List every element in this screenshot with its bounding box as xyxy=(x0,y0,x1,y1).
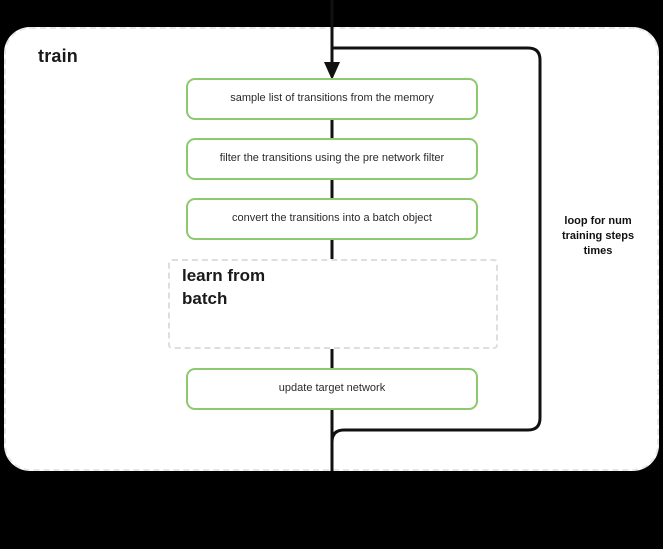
loop-annotation-line-3: times xyxy=(583,244,613,257)
step-convert-to-batch[interactable]: convert the transitions into a batch obj… xyxy=(186,198,478,240)
scope-title: train xyxy=(38,46,79,66)
loop-annotation-line-2: training steps xyxy=(561,229,635,242)
step-convert-to-batch-label: convert the transitions into a batch obj… xyxy=(232,212,432,225)
step-filter-transitions-label: filter the transitions using the pre net… xyxy=(219,152,445,165)
step-update-target-network[interactable]: update target network xyxy=(186,368,478,410)
learn-from-batch-container[interactable] xyxy=(168,259,498,349)
loop-annotation: loop for num training steps times xyxy=(545,214,651,259)
loop-annotation-line-1: loop for num xyxy=(564,215,632,227)
step-update-target-network-label: update target network xyxy=(278,382,386,395)
step-sample-transitions-label: sample list of transitions from the memo… xyxy=(230,92,434,105)
step-filter-transitions[interactable]: filter the transitions using the pre net… xyxy=(186,138,478,180)
step-sample-transitions[interactable]: sample list of transitions from the memo… xyxy=(186,78,478,120)
learn-from-batch-title: learn from batch xyxy=(182,266,266,308)
